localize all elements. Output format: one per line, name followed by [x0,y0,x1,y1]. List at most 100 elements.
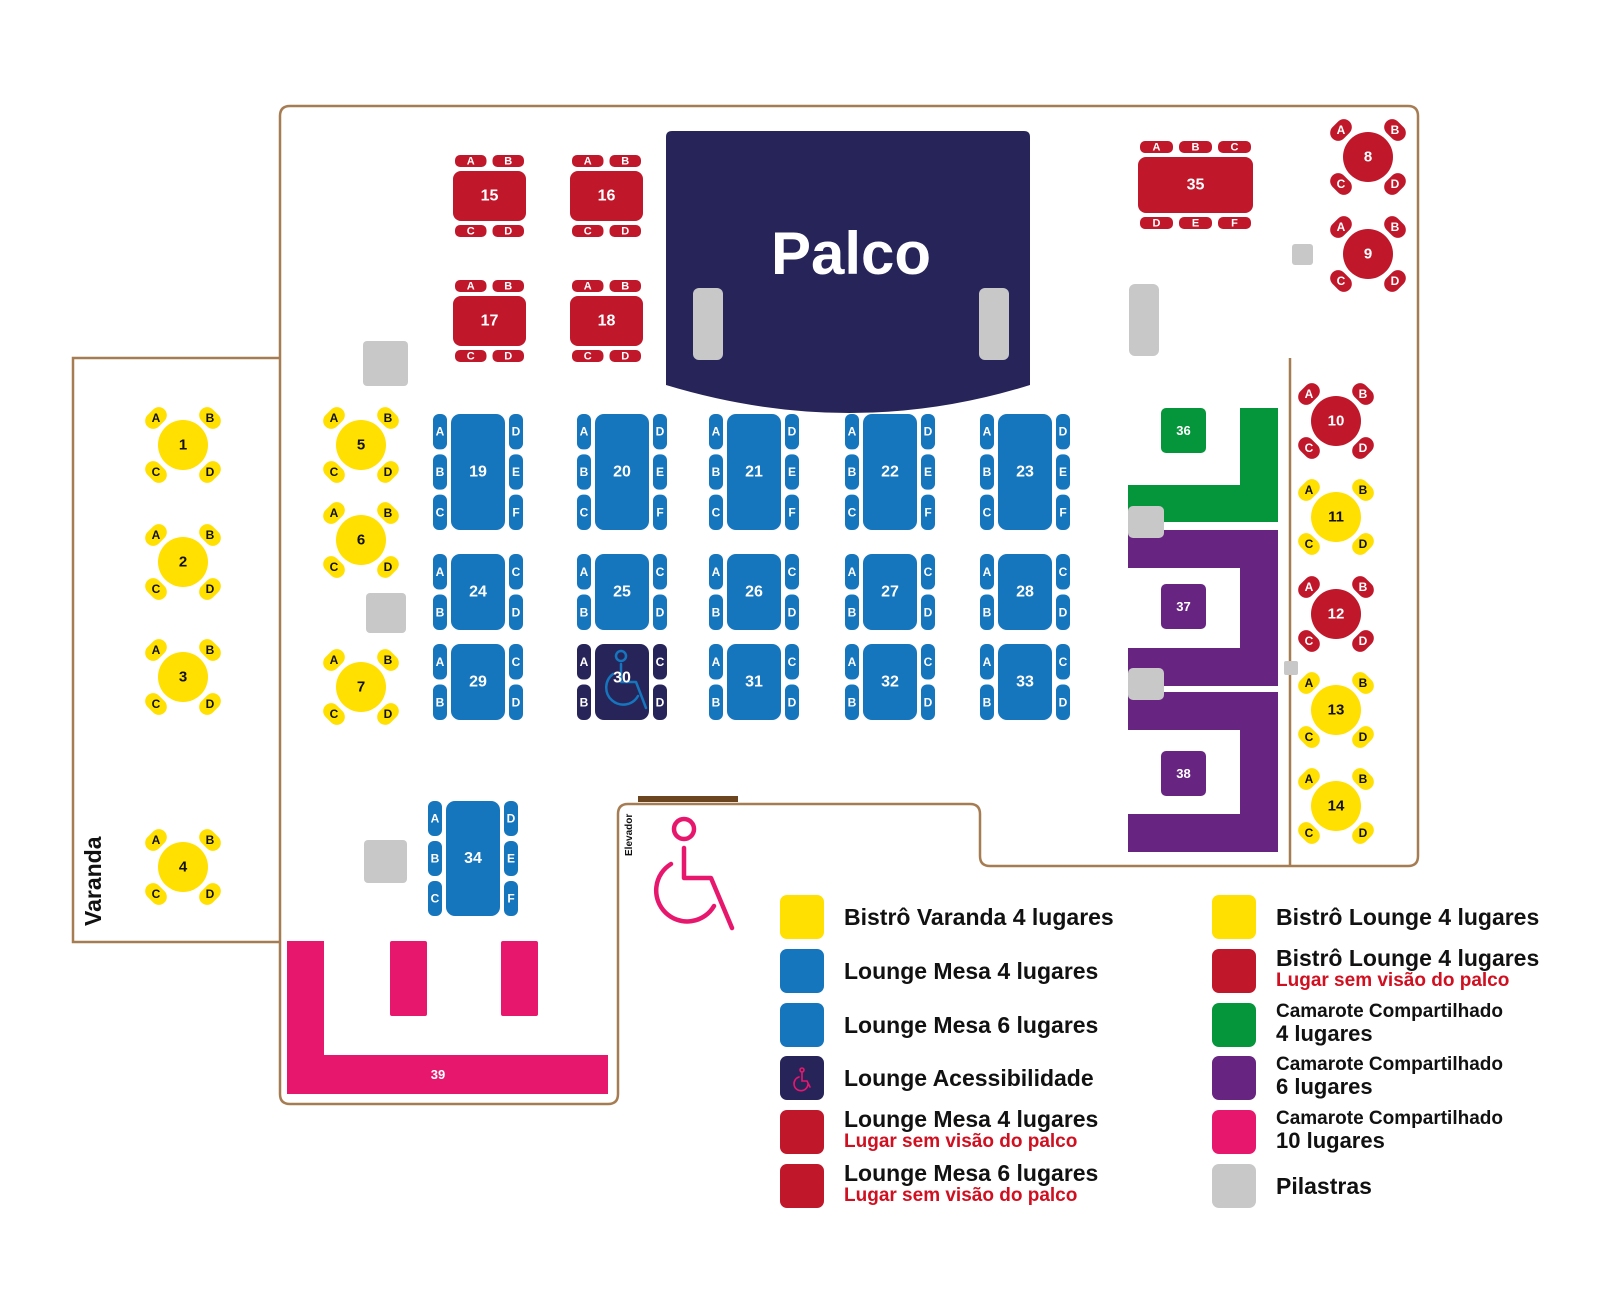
seat-28-C[interactable]: C [1056,554,1070,590]
seat-20-B[interactable]: B [577,454,591,490]
seat-18-C[interactable]: C [572,350,604,363]
seat-24-D[interactable]: D [509,594,523,631]
seat-34-F[interactable]: F [504,881,518,916]
seat-24-B[interactable]: B [433,594,447,631]
seat-4-B[interactable]: B [196,826,224,854]
seat-3-D[interactable]: D [196,690,224,718]
seat-30-A[interactable]: A [577,644,591,680]
seat-9-D[interactable]: D [1381,267,1409,295]
seat-16-C[interactable]: C [572,225,604,238]
seat-7-C[interactable]: C [320,700,348,728]
seat-19-E[interactable]: E [509,454,523,490]
seat-35-C[interactable]: C [1218,141,1251,154]
seat-21-E[interactable]: E [785,454,799,490]
seat-1-D[interactable]: D [196,458,224,486]
seat-22-D[interactable]: D [921,414,935,450]
seat-34-A[interactable]: A [428,801,442,836]
seat-8-B[interactable]: B [1381,116,1409,144]
seat-25-C[interactable]: C [653,554,667,590]
seat-4-A[interactable]: A [142,826,170,854]
seat-22-F[interactable]: F [921,494,935,530]
seat-17-D[interactable]: D [492,350,525,363]
seat-21-D[interactable]: D [785,414,799,450]
seat-5-B[interactable]: B [374,404,402,432]
seat-20-D[interactable]: D [653,414,667,450]
seat-21-C[interactable]: C [709,494,723,530]
seat-16-D[interactable]: D [609,225,642,238]
seat-31-A[interactable]: A [709,644,723,680]
seat-35-A[interactable]: A [1140,141,1173,154]
seat-20-C[interactable]: C [577,494,591,530]
seat-7-A[interactable]: A [320,646,348,674]
seat-6-D[interactable]: D [374,553,402,581]
seat-19-F[interactable]: F [509,494,523,530]
seat-15-A[interactable]: A [455,155,487,168]
seat-26-C[interactable]: C [785,554,799,590]
seat-34-C[interactable]: C [428,881,442,916]
seat-1-A[interactable]: A [142,404,170,432]
seat-5-C[interactable]: C [320,458,348,486]
camarote-pink-seat[interactable] [501,941,538,1016]
seat-8-D[interactable]: D [1381,170,1409,198]
seat-31-D[interactable]: D [785,684,799,721]
seat-16-B[interactable]: B [609,155,642,168]
seat-24-C[interactable]: C [509,554,523,590]
seat-10-C[interactable]: C [1295,434,1323,462]
seat-10-A[interactable]: A [1295,380,1323,408]
seat-22-A[interactable]: A [845,414,859,450]
camarote-green[interactable]: 36 [1128,408,1278,522]
seat-27-C[interactable]: C [921,554,935,590]
seat-2-B[interactable]: B [196,521,224,549]
seat-13-D[interactable]: D [1349,723,1377,751]
seat-4-D[interactable]: D [196,880,224,908]
seat-3-C[interactable]: C [142,690,170,718]
seat-14-A[interactable]: A [1295,765,1323,793]
seat-27-D[interactable]: D [921,594,935,631]
seat-29-B[interactable]: B [433,684,447,721]
seat-19-D[interactable]: D [509,414,523,450]
seat-34-E[interactable]: E [504,841,518,876]
seat-13-C[interactable]: C [1295,723,1323,751]
seat-34-B[interactable]: B [428,841,442,876]
seat-6-A[interactable]: A [320,499,348,527]
seat-11-D[interactable]: D [1349,530,1377,558]
seat-22-C[interactable]: C [845,494,859,530]
seat-18-A[interactable]: A [572,280,604,293]
seat-6-B[interactable]: B [374,499,402,527]
seat-35-F[interactable]: F [1218,217,1251,230]
seat-11-B[interactable]: B [1349,476,1377,504]
seat-14-B[interactable]: B [1349,765,1377,793]
seat-19-A[interactable]: A [433,414,447,450]
seat-32-C[interactable]: C [921,644,935,680]
seat-14-D[interactable]: D [1349,819,1377,847]
seat-11-A[interactable]: A [1295,476,1323,504]
seat-10-B[interactable]: B [1349,380,1377,408]
camarote-purple-lower[interactable]: 38 [1128,692,1278,852]
seat-21-F[interactable]: F [785,494,799,530]
seat-32-A[interactable]: A [845,644,859,680]
seat-5-A[interactable]: A [320,404,348,432]
seat-23-D[interactable]: D [1056,414,1070,450]
seat-9-A[interactable]: A [1327,213,1355,241]
seat-33-D[interactable]: D [1056,684,1070,721]
seat-24-A[interactable]: A [433,554,447,590]
